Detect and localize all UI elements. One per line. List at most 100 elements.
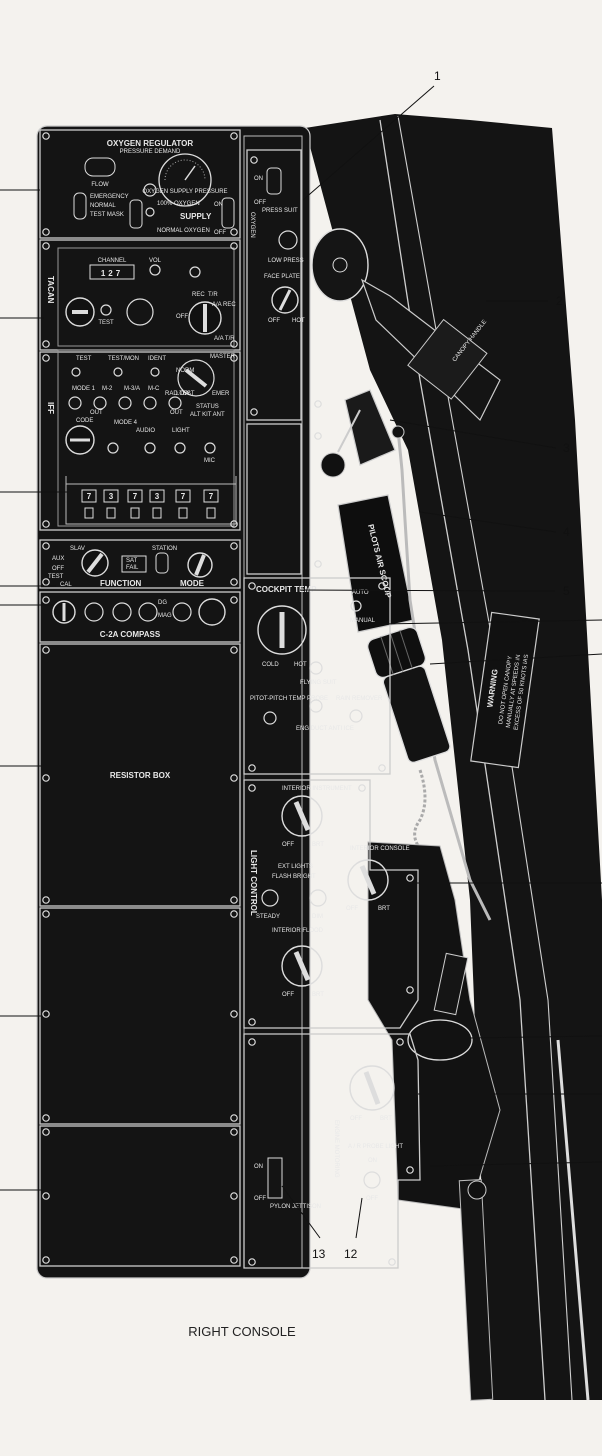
cockpit-temp-mode-switch[interactable] bbox=[350, 600, 362, 612]
iff-mode3-switch[interactable] bbox=[118, 396, 132, 410]
iff-test-light bbox=[71, 367, 81, 377]
resistor-box-label: RESISTOR BOX bbox=[110, 771, 171, 780]
interior-instrument-knob[interactable] bbox=[281, 795, 323, 837]
tacan-rec-label: REC bbox=[192, 292, 205, 298]
tacan-test-button[interactable] bbox=[100, 304, 112, 316]
compass-station-switch[interactable] bbox=[155, 552, 169, 574]
press-suit-switch[interactable] bbox=[266, 167, 282, 195]
iff-mode4-switch[interactable] bbox=[107, 442, 119, 454]
compass-dg-label: DG bbox=[158, 600, 167, 606]
pylon-jettison-label: PYLON JETTISON bbox=[270, 1204, 321, 1210]
tacan-tr-label: T/R bbox=[208, 292, 218, 298]
tacan-panel: TACAN CHANNEL 127 VOL TEST OFF REC T/R A… bbox=[39, 239, 241, 351]
probe-light-off: OFF bbox=[350, 1116, 362, 1122]
cockpit-temp-panel: COCKPIT TEMP COLD HOT AUTO MANUAL FLYING… bbox=[243, 577, 391, 775]
callout-13: 13 bbox=[312, 1247, 326, 1261]
compass-hemisphere-knob[interactable] bbox=[112, 602, 132, 622]
compass-mag-button[interactable] bbox=[172, 602, 192, 622]
flying-suit-switch[interactable] bbox=[309, 661, 323, 675]
canopy-lever[interactable] bbox=[320, 389, 396, 478]
pitot-switch[interactable] bbox=[263, 711, 277, 725]
iff-low-label: LOW bbox=[176, 391, 190, 397]
pylon-on: ON bbox=[254, 1164, 263, 1170]
iff-mode1-digits: 7 3 bbox=[81, 489, 119, 503]
iff-mode2-switch[interactable] bbox=[93, 396, 107, 410]
iff-audio-switch[interactable] bbox=[144, 442, 156, 454]
dilution-lever[interactable] bbox=[129, 199, 143, 229]
rain-remover-switch[interactable] bbox=[349, 709, 363, 723]
compass-sync-knob[interactable] bbox=[84, 602, 104, 622]
tacan-aa-rec-label: A/A REC bbox=[212, 302, 236, 308]
compass-function-label: FUNCTION bbox=[100, 579, 142, 588]
iff-mode3a-digit-3: 7 bbox=[181, 492, 186, 501]
face-plate-label: FACE PLATE bbox=[264, 274, 300, 280]
test-mask-label: TEST MASK bbox=[90, 212, 124, 218]
engine-motoring-off: OFF bbox=[366, 1196, 378, 1202]
eng-duct-switch[interactable] bbox=[309, 699, 323, 713]
figure-caption: RIGHT CONSOLE bbox=[188, 1324, 296, 1339]
supply-lever[interactable] bbox=[221, 197, 235, 229]
iff-rad-test-switch[interactable] bbox=[168, 396, 182, 410]
compass-test-label: TEST bbox=[48, 574, 64, 580]
iff-ident-switch[interactable] bbox=[204, 442, 216, 454]
engine-motoring-switch[interactable] bbox=[363, 1171, 381, 1189]
compass-aux-label: AUX bbox=[52, 556, 64, 562]
lower-bracket bbox=[367, 841, 501, 1401]
compass-cal-label: CAL bbox=[60, 582, 72, 588]
emergency-lever[interactable] bbox=[73, 192, 87, 220]
tacan-off-label: OFF bbox=[176, 314, 188, 320]
ext-lights-flash-switch[interactable] bbox=[261, 889, 279, 907]
iff-test-mon-light bbox=[113, 367, 123, 377]
tacan-channel-window bbox=[89, 264, 135, 280]
iff-status-label: STATUS bbox=[196, 404, 219, 410]
callout-12: 12 bbox=[344, 1247, 358, 1261]
steady-label: STEADY bbox=[256, 914, 280, 920]
iff-panel: IFF TEST TEST/MON IDENT MASTER NORM LOW … bbox=[39, 349, 241, 531]
iff-light-label: LIGHT bbox=[172, 428, 190, 434]
compass-off-label: OFF bbox=[52, 566, 64, 572]
tacan-aa-tr-label: A/A T/R bbox=[214, 336, 235, 342]
tacan-vol-knob[interactable] bbox=[149, 264, 161, 276]
light-control-label: LIGHT CONTROL bbox=[249, 850, 258, 916]
iff-master-knob[interactable] bbox=[177, 359, 215, 397]
interior-console-off: OFF bbox=[346, 906, 358, 912]
iff-mode4-label: MODE 4 bbox=[114, 420, 138, 426]
iff-mode3a-digit-1: 7 bbox=[133, 492, 138, 501]
iff-emer-label: EMER bbox=[212, 391, 230, 397]
console-frame bbox=[36, 125, 311, 1279]
cockpit-temp-cold: COLD bbox=[262, 662, 279, 668]
compass-dg-button[interactable] bbox=[138, 602, 158, 622]
iff-modec-switch[interactable] bbox=[143, 396, 157, 410]
iff-light-switch[interactable] bbox=[174, 442, 186, 454]
callout-4: 4 bbox=[563, 525, 570, 539]
ext-lights-bright-switch[interactable] bbox=[309, 889, 327, 907]
supply-on: ON bbox=[214, 202, 223, 208]
panel-screws bbox=[42, 132, 414, 1266]
compass-mode-label: MODE bbox=[180, 579, 205, 588]
compass-fail-indicator bbox=[121, 555, 147, 573]
interior-console-knob[interactable] bbox=[347, 859, 389, 901]
iff-modec-label: M-C bbox=[148, 386, 160, 392]
resistor-box-panel: RESISTOR BOX bbox=[39, 643, 241, 907]
compass-control-panel: SLAV AUX OFF TEST CAL FUNCTION SAT FAIL … bbox=[39, 539, 241, 589]
tacan-dial[interactable] bbox=[126, 298, 154, 326]
oxygen-control-panel: ON OFF PRESS SUIT OXYGEN LOW PRESS FACE … bbox=[246, 149, 305, 421]
compass-station-label: STATION bbox=[152, 546, 177, 552]
face-plate-hot: HOT bbox=[292, 318, 305, 324]
normal-label: NORMAL bbox=[90, 203, 116, 209]
engine-motoring-label: ENGINE MOTORING bbox=[333, 1120, 339, 1178]
flashlight[interactable] bbox=[366, 625, 456, 765]
cockpit-temp-knob[interactable] bbox=[257, 605, 307, 655]
interior-flood-knob[interactable] bbox=[281, 945, 323, 987]
warning-placard: WARNING DO NOT OPEN CANOPY MANUALLY AT S… bbox=[470, 611, 540, 769]
cable bbox=[396, 429, 492, 921]
callout-leaders bbox=[0, 85, 602, 1239]
interior-console-brt: BRT bbox=[378, 906, 390, 912]
compass-sat-label: SAT bbox=[126, 558, 138, 564]
pylon-jettison-button[interactable] bbox=[267, 1157, 283, 1199]
iff-master-label: MASTER bbox=[210, 354, 236, 360]
iff-mode1-switch[interactable] bbox=[68, 396, 82, 410]
probe-light-knob[interactable] bbox=[349, 1065, 395, 1111]
iff-thumbwheels[interactable] bbox=[84, 507, 216, 519]
light-control-panel: LIGHT CONTROL INTERIOR INSTRUMENT OFF BR… bbox=[243, 779, 419, 1029]
